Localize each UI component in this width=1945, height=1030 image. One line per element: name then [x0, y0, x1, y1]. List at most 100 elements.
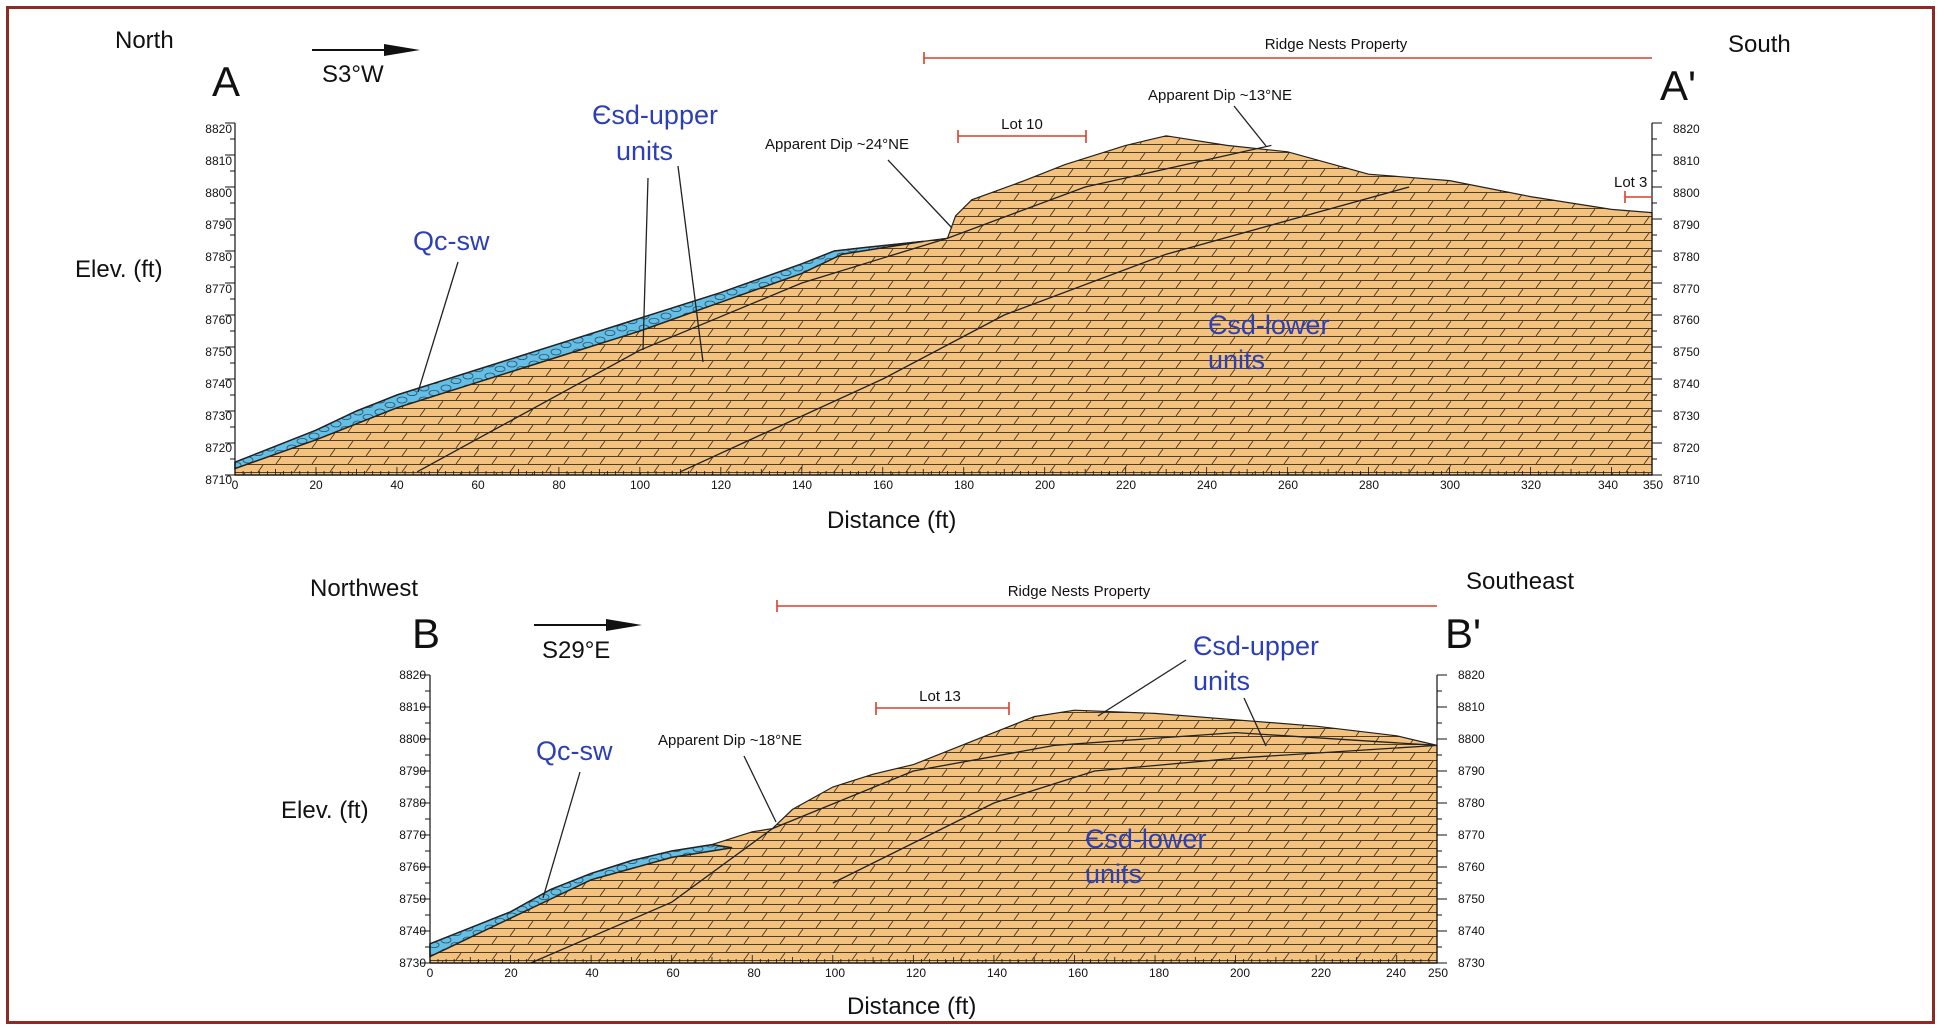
distance-tick-label: 140	[792, 478, 812, 492]
elev-tick-label: 8750	[399, 892, 426, 906]
distance-tick-label: 180	[1149, 966, 1169, 980]
lower-unit-label: units	[1085, 859, 1142, 889]
elev-tick-label: 8720	[205, 441, 232, 455]
lot-3-extent: Lot 3	[1614, 174, 1652, 203]
distance-tick-label: 320	[1521, 478, 1541, 492]
elev-tick-label: 8760	[399, 860, 426, 874]
distance-tick-label: 200	[1230, 966, 1250, 980]
elev-tick-label: 8770	[1458, 828, 1485, 842]
bearing-arrow-icon	[312, 44, 420, 56]
elev-tick-label: 8780	[1458, 796, 1485, 810]
elev-axis-title: Elev. (ft)	[281, 797, 369, 824]
elev-tick-label: 8770	[399, 828, 426, 842]
distance-tick-label: 120	[906, 966, 926, 980]
left-elevation-axis: 8730 8740 8750 8760 8770 8780 8790 8800 …	[399, 668, 431, 970]
elev-tick-label: 8820	[205, 122, 232, 136]
property-extent: Ridge Nests Property	[776, 583, 1437, 612]
elev-tick-label: 8740	[205, 377, 232, 391]
distance-tick-label: 300	[1440, 478, 1460, 492]
south-label: South	[1728, 31, 1791, 58]
elev-axis-title: Elev. (ft)	[75, 256, 163, 283]
distance-tick-label: 280	[1359, 478, 1379, 492]
distance-tick-label: 220	[1311, 966, 1331, 980]
distance-tick-label: 240	[1386, 966, 1406, 980]
dip-label: Apparent Dip ~18°NE	[658, 732, 802, 749]
distance-tick-label: 80	[552, 478, 566, 492]
elev-tick-label: 8740	[1673, 377, 1700, 391]
distance-tick-label: 260	[1278, 478, 1298, 492]
lower-unit-label: units	[1208, 345, 1265, 375]
section-b: Northwest Southeast B B' S29°E Elev. (ft…	[281, 568, 1574, 1020]
property-extent: Ridge Nests Property	[923, 36, 1652, 64]
elev-tick-label: 8730	[1458, 956, 1485, 970]
section-a-end-marker: A'	[1660, 62, 1696, 109]
lot-label: Lot 13	[919, 688, 961, 705]
dip-annotation: Apparent Dip ~24°NE	[765, 136, 953, 229]
colluvium-unit-label: Qc-sw	[413, 226, 490, 256]
distance-tick-label: 350	[1643, 478, 1663, 492]
distance-tick-label: 40	[585, 966, 599, 980]
elev-tick-label: 8740	[399, 924, 426, 938]
dip-label: Apparent Dip ~24°NE	[765, 136, 909, 153]
upper-unit-label: Єsd-upper	[592, 100, 718, 130]
bedrock-body	[234, 135, 1653, 476]
upper-unit-label: Єsd-upper	[1193, 631, 1319, 661]
distance-tick-label: 160	[1068, 966, 1088, 980]
elev-tick-label: 8810	[1458, 700, 1485, 714]
leader-line	[1097, 659, 1187, 717]
dip-annotation: Apparent Dip ~13°NE	[1148, 87, 1292, 147]
distance-tick-label: 160	[873, 478, 893, 492]
elev-tick-label: 8790	[1458, 764, 1485, 778]
section-b-start-marker: B	[412, 610, 440, 657]
elev-tick-label: 8730	[205, 409, 232, 423]
unit-contact-line	[416, 144, 1272, 473]
elev-tick-label: 8790	[1673, 218, 1700, 232]
distance-tick-label: 60	[471, 478, 485, 492]
distance-axis-title: Distance (ft)	[827, 507, 956, 534]
distance-tick-label: 180	[954, 478, 974, 492]
north-label: North	[115, 27, 174, 54]
colluvium-unit-label: Qc-sw	[536, 736, 613, 766]
property-label: Ridge Nests Property	[1265, 36, 1408, 53]
unit-contact-line	[832, 744, 1438, 884]
elev-tick-label: 8770	[1673, 282, 1700, 296]
southeast-label: Southeast	[1466, 568, 1574, 595]
bearing-arrow-icon	[534, 619, 642, 631]
lot-10-extent: Lot 10	[957, 116, 1087, 143]
elev-tick-label: 8820	[399, 668, 426, 682]
elev-tick-label: 8810	[205, 154, 232, 168]
distance-tick-label: 250	[1428, 966, 1448, 980]
leader-line	[417, 261, 459, 393]
distance-tick-label: 100	[630, 478, 650, 492]
section-a-start-marker: A	[212, 58, 240, 105]
northwest-label: Northwest	[310, 575, 418, 602]
elev-tick-label: 8770	[205, 282, 232, 296]
distance-tick-label: 340	[1598, 478, 1618, 492]
elev-tick-label: 8810	[1673, 154, 1700, 168]
elev-tick-label: 8750	[1673, 345, 1700, 359]
distance-tick-label: 140	[987, 966, 1007, 980]
distance-axis-title: Distance (ft)	[847, 993, 976, 1020]
elev-tick-label: 8740	[1458, 924, 1485, 938]
right-elevation-axis: 8710 8720 8730 8740 8750 8760 8770 8780 …	[1651, 122, 1700, 487]
elev-tick-label: 8730	[1673, 409, 1700, 423]
unit-contact-line	[530, 731, 1438, 964]
elev-tick-label: 8760	[205, 313, 232, 327]
elev-tick-label: 8750	[205, 345, 232, 359]
elev-tick-label: 8780	[205, 250, 232, 264]
lot-13-extent: Lot 13	[875, 688, 1010, 715]
distance-tick-label: 100	[825, 966, 845, 980]
lot-label: Lot 3	[1614, 174, 1647, 191]
leader-line	[677, 165, 704, 363]
elev-tick-label: 8710	[205, 473, 232, 487]
elev-tick-label: 8800	[399, 732, 426, 746]
lower-unit-label: Єsd-lower	[1208, 310, 1329, 340]
distance-axis: 0 20 40 60 80 100 120 140 160 180 200 22…	[232, 467, 1663, 492]
elev-tick-label: 8760	[1458, 860, 1485, 874]
elev-tick-label: 8800	[1458, 732, 1485, 746]
leader-line	[542, 771, 581, 899]
leader-line	[642, 177, 649, 351]
distance-tick-label: 220	[1116, 478, 1136, 492]
elev-tick-label: 8750	[1458, 892, 1485, 906]
distance-tick-label: 120	[711, 478, 731, 492]
